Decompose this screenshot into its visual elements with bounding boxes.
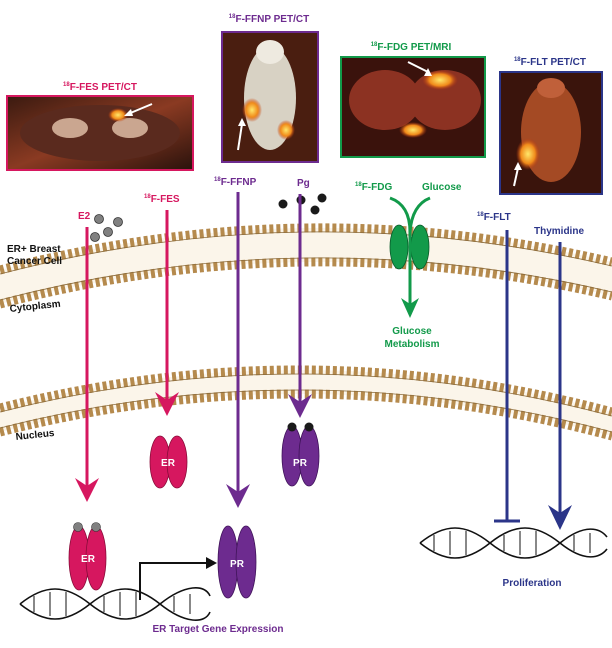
fdg-label: 18F-FDG: [355, 182, 392, 193]
e2-pathway: E2: [75, 211, 123, 502]
dna-left: [19, 587, 211, 621]
pg-arrowhead: [288, 394, 312, 418]
e2-molecule: [90, 232, 100, 242]
fes-pet-panel: 18F-FES PET/CT: [6, 82, 194, 171]
fdg-panel-title: 18F-FDG PET/MRI: [371, 42, 452, 53]
glut-transporter: [389, 224, 409, 270]
cytoplasm-label: Cytoplasm: [9, 299, 61, 315]
pr-receptor-bound: PR: [281, 422, 320, 487]
pg-molecule: [278, 199, 288, 209]
thymidine-arrowhead: [548, 505, 572, 530]
cell-label-line1: ER+ Breast: [7, 244, 61, 255]
fes-pathway: 18F-FES: [144, 194, 180, 416]
er-bound-label: ER: [81, 554, 96, 565]
cell-label-line2: Cancer Cell: [7, 256, 62, 267]
glucose-label: Glucose: [422, 182, 462, 193]
e2-molecule: [103, 227, 113, 237]
glut-transporter: [410, 224, 430, 270]
fes-arrowhead: [155, 392, 179, 416]
flt-panel-title: 18F-FLT PET/CT: [514, 57, 586, 68]
e2-label: E2: [78, 211, 91, 222]
nucleus-label: Nucleus: [15, 428, 55, 443]
pg-molecule: [310, 205, 320, 215]
er-receptor-bound: ER: [68, 522, 107, 591]
pr-expressed-label: PR: [230, 559, 245, 570]
fdg-pet-panel: 18F-FDG PET/MRI: [340, 42, 486, 158]
flt-pet-panel: 18F-FLT PET/CT: [499, 57, 603, 195]
gene-expression-label: ER Target Gene Expression: [153, 624, 284, 635]
proliferation-label: Proliferation: [503, 578, 562, 589]
transcription-arrow: [139, 557, 217, 600]
dna-right: [419, 527, 608, 559]
e2-arrowhead: [75, 478, 99, 502]
ffnp-label: 18F-FFNP: [214, 177, 257, 188]
pg-label: Pg: [297, 178, 310, 189]
fdg-arrowhead: [401, 298, 419, 318]
er-label: ER: [161, 458, 176, 469]
flt-pathway: 18F-FLT: [477, 212, 520, 523]
pg-pathway: Pg: [278, 178, 327, 418]
glucose-metabolism-line1: Glucose: [392, 326, 432, 337]
ffnp-panel-title: 18F-FFNP PET/CT: [229, 14, 309, 25]
e2-molecule: [94, 214, 104, 224]
pr-receptor-expressed: PR: [217, 525, 257, 599]
pg-molecule: [317, 193, 327, 203]
er-receptor-unbound: ER: [149, 435, 188, 489]
ffnp-pathway: 18F-FFNP: [214, 177, 257, 508]
thymidine-pathway: Thymidine: [534, 226, 584, 530]
ffnp-pet-panel: 18F-FFNP PET/CT: [221, 14, 319, 163]
flt-label: 18F-FLT: [477, 212, 511, 223]
fes-label: 18F-FES: [144, 194, 180, 205]
fes-panel-title: 18F-FES PET/CT: [63, 82, 137, 93]
e2-molecule: [113, 217, 123, 227]
pr-label: PR: [293, 458, 308, 469]
fdg-pathway: 18F-FDG Glucose Glucose Metabolism: [355, 182, 462, 350]
glucose-metabolism-line2: Metabolism: [384, 339, 439, 350]
ffnp-arrowhead: [226, 484, 250, 508]
thymidine-label: Thymidine: [534, 226, 584, 237]
